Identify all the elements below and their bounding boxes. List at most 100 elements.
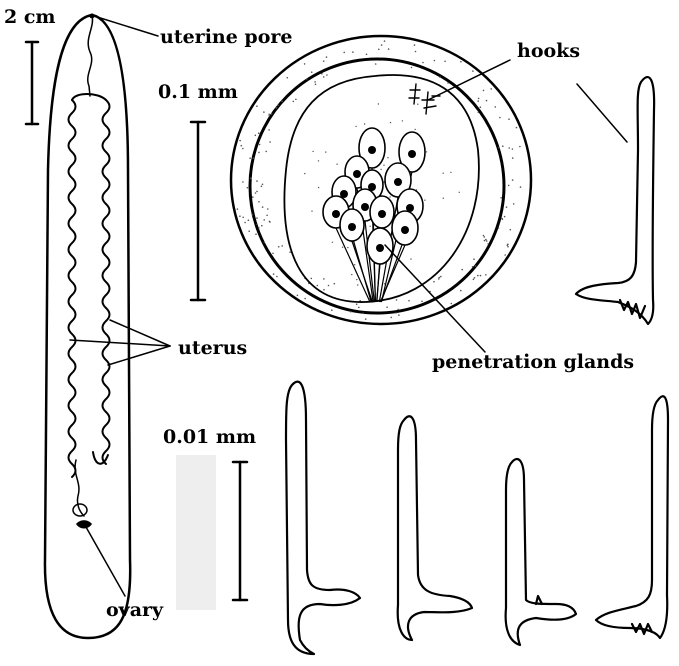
stipple-dot (258, 227, 260, 229)
stipple-dot (262, 206, 264, 208)
stipple-dot (512, 148, 514, 150)
gland-nucleus (332, 210, 340, 218)
stipple-dot (510, 229, 512, 231)
hooks-label: hooks (517, 40, 580, 62)
stipple-dot (268, 114, 270, 116)
stipple-dot (438, 278, 440, 280)
stipple-dot (356, 279, 357, 280)
hook-top-right (576, 77, 654, 324)
stipple-dot (477, 275, 479, 277)
stipple-dot (519, 146, 521, 148)
stipple-dot (315, 84, 317, 86)
stipple-dot (417, 104, 418, 105)
stipple-dot (266, 215, 268, 217)
scale-label-001mm: 0.01 mm (163, 426, 256, 448)
stipple-dot (486, 240, 488, 242)
stipple-dot (499, 117, 501, 119)
stipple-dot (516, 127, 518, 129)
stipple-dot (262, 184, 264, 186)
stipple-dot (256, 105, 258, 107)
stipple-dot (325, 151, 326, 152)
stipple-dot (387, 157, 388, 158)
stipple-dot (388, 48, 390, 50)
stipple-dot (241, 145, 243, 147)
stipple-dot (255, 135, 257, 137)
stipple-dot (415, 129, 416, 130)
stipple-dot (265, 151, 267, 153)
stipple-dot (500, 197, 502, 199)
stipple-dot (480, 275, 482, 277)
stipple-dot (483, 90, 485, 92)
stipple-dot (256, 224, 258, 226)
stipple-dot (473, 258, 475, 260)
stipple-dot (311, 210, 312, 211)
stipple-dot (317, 285, 319, 287)
hooks-leader-2 (577, 84, 627, 142)
scale-bar-01mm (191, 122, 205, 300)
uterus-top-bend (72, 94, 106, 100)
stipple-dot (321, 73, 323, 75)
stipple-dot (415, 51, 417, 53)
stipple-dot (318, 160, 319, 161)
gland-nucleus (378, 210, 386, 218)
stipple-dot (508, 118, 510, 120)
gland-nucleus (353, 170, 361, 178)
stipple-dot (501, 218, 503, 220)
stipple-dot (253, 157, 255, 159)
stipple-dot (378, 103, 379, 104)
stipple-dot (256, 180, 258, 182)
stipple-dot (484, 240, 486, 242)
stipple-dot (386, 306, 388, 308)
stipple-dot (352, 51, 354, 53)
stipple-dot (263, 219, 265, 221)
stipple-dot (504, 216, 506, 218)
stipple-dot (480, 106, 482, 108)
stipple-dot (411, 67, 413, 69)
stipple-dot (440, 276, 442, 278)
stipple-dot (252, 214, 254, 216)
stipple-dot (433, 281, 435, 283)
glands-leader (385, 245, 485, 352)
oviduct (75, 460, 84, 516)
stipple-dot (508, 147, 510, 149)
stipple-dot (244, 222, 246, 224)
stipple-dot (472, 266, 474, 268)
stipple-dot (389, 196, 390, 197)
stipple-dot (248, 230, 250, 232)
stipple-dot (474, 277, 476, 279)
stipple-dot (261, 186, 263, 188)
stipple-dot (508, 185, 510, 187)
stipple-dot (380, 169, 381, 170)
scale-bar-2cm (26, 42, 38, 124)
stipple-dot (484, 236, 486, 238)
stipple-dot (323, 278, 325, 280)
stipple-dot (326, 56, 328, 58)
stipple-dot (477, 100, 479, 102)
stipple-dot (402, 120, 403, 121)
stipple-dot (381, 44, 383, 46)
stipple-dot (422, 62, 424, 64)
stipple-dot (513, 203, 515, 205)
stipple-dot (504, 254, 506, 256)
stipple-dot (485, 239, 487, 241)
gland-nucleus (401, 226, 409, 234)
stipple-dot (276, 107, 278, 109)
stipple-dot (460, 61, 462, 63)
stipple-dot (273, 273, 275, 275)
stipple-dot (447, 82, 449, 84)
stipple-dot (287, 77, 289, 79)
stipple-dot (355, 126, 356, 127)
stipple-dot (354, 264, 355, 265)
stipple-dot (383, 165, 384, 166)
stipple-dot (256, 191, 258, 193)
stipple-dot (512, 157, 514, 159)
stipple-dot (421, 301, 423, 303)
stipple-dot (485, 274, 487, 276)
stipple-dot (375, 63, 377, 65)
stipple-dot (297, 295, 299, 297)
stipple-dot (342, 247, 343, 248)
hook-bottom-1 (286, 382, 360, 654)
stipple-dot (414, 44, 416, 46)
stipple-dot (304, 63, 306, 65)
